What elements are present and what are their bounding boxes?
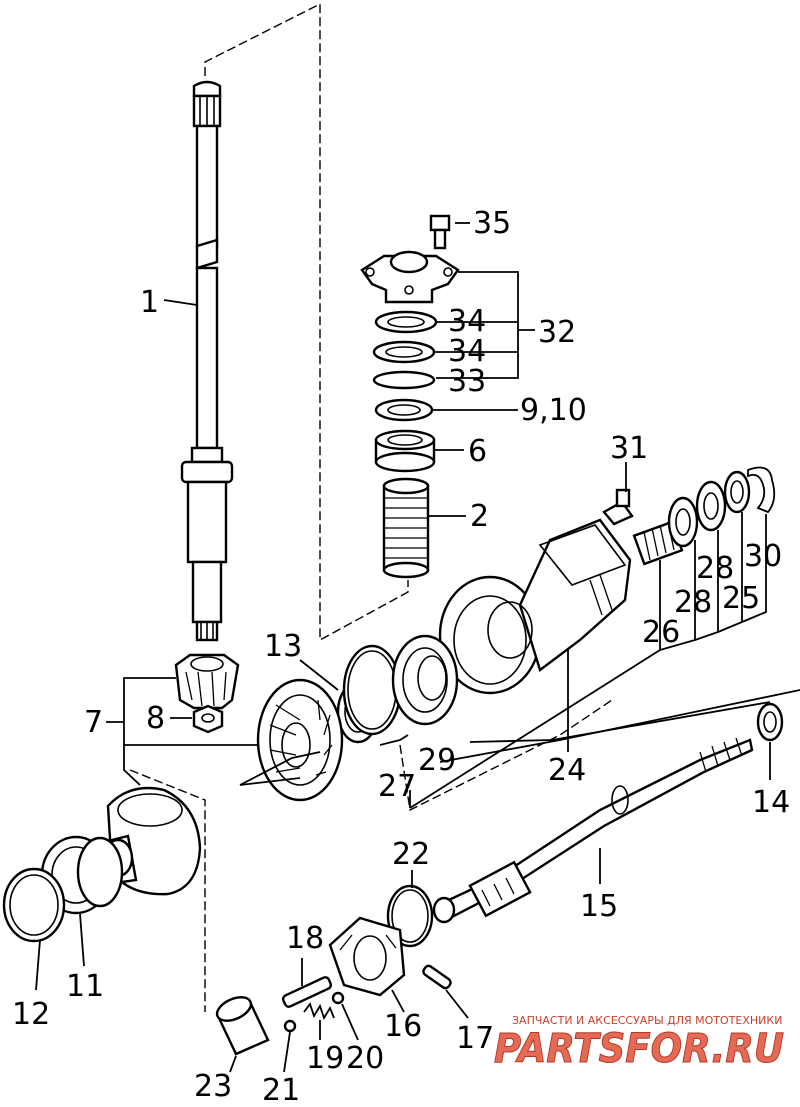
bearing-housing-32 [360, 250, 460, 304]
label-24: 24 [548, 753, 586, 788]
label-1: 1 [140, 285, 159, 320]
leader-16 [391, 989, 405, 1013]
drive-shaft [180, 80, 234, 642]
label-12: 12 [12, 997, 50, 1032]
label-28-lower: 28 [674, 585, 712, 620]
label-30: 30 [744, 539, 782, 574]
watermark-tagline: ЗАПЧАСТИ И АКСЕССУАРЫ ДЛЯ МОТОТЕХНИКИ [512, 1014, 782, 1027]
o-ring-33 [372, 370, 436, 390]
label-28-upper: 28 [696, 551, 734, 586]
label-20: 20 [346, 1041, 384, 1076]
bearing-27 [391, 634, 459, 726]
sleeve-2 [382, 477, 430, 579]
watermark-logo: ЗАПЧАСТИ И АКСЕССУАРЫ ДЛЯ МОТОТЕХНИКИ PA… [494, 1014, 785, 1073]
leader-7-mid [123, 722, 258, 746]
o-ring-29 [342, 644, 402, 736]
leader-14-b [439, 689, 800, 763]
leader-7-arrow-a [239, 751, 321, 786]
leader-7-bottom [123, 745, 141, 786]
bearing-34-lower [372, 340, 436, 364]
label-14: 14 [752, 785, 790, 820]
label-34-lower: 34 [448, 334, 486, 369]
label-19: 19 [306, 1041, 344, 1076]
label-23: 23 [194, 1069, 232, 1104]
label-34-upper: 34 [448, 304, 486, 339]
seal-28-inner [667, 496, 699, 548]
bolt-35 [429, 214, 451, 250]
ball-21 [283, 1019, 297, 1033]
bushing-23 [215, 996, 270, 1056]
forward-gear-7 [256, 678, 344, 802]
label-32: 32 [538, 315, 576, 350]
label-16: 16 [384, 1009, 422, 1044]
label-35: 35 [473, 206, 511, 241]
leader-11 [79, 913, 85, 967]
leader-7-top [123, 677, 176, 722]
pin-17 [422, 964, 452, 990]
propeller-shaft-15 [432, 737, 754, 924]
washer-25 [723, 470, 751, 514]
circlip-30 [747, 466, 776, 514]
leader-7-arrow-b [239, 777, 301, 786]
seal-28-outer [695, 480, 727, 532]
label-31: 31 [610, 431, 648, 466]
leader-1 [163, 299, 198, 306]
ball-20 [331, 991, 345, 1005]
nut-8 [192, 704, 224, 734]
label-26: 26 [642, 615, 680, 650]
leader-12 [35, 939, 41, 991]
washer-14 [756, 702, 784, 742]
leader-23 [229, 1055, 237, 1073]
watermark-brand: PARTSFOR.RU [494, 1026, 784, 1072]
clutch-dog-16 [328, 916, 406, 997]
label-17: 17 [456, 1021, 494, 1056]
bearing-34-upper [374, 310, 438, 334]
leader-13 [299, 659, 339, 691]
label-18: 18 [286, 921, 324, 956]
spring-19 [303, 1002, 335, 1021]
leader-30 [741, 514, 767, 623]
shim-9-10 [374, 398, 434, 422]
dashed-outline-driveshaft [204, 2, 409, 642]
leader-21 [283, 1031, 291, 1073]
bearing-6 [374, 429, 436, 473]
label-9-10: 9,10 [520, 393, 587, 428]
label-29: 29 [418, 743, 456, 778]
dashed-outline-lower [129, 769, 206, 1012]
leader-17 [445, 989, 469, 1019]
label-27: 27 [378, 769, 416, 804]
leader-20 [341, 1003, 359, 1041]
label-25: 25 [722, 581, 760, 616]
label-33: 33 [448, 364, 486, 399]
bearing-carrier-24 [438, 518, 632, 695]
leader-32-bracket [436, 271, 519, 379]
shim-12 [2, 867, 66, 943]
dashed-outline-case [399, 699, 613, 812]
leader-29 [379, 734, 409, 746]
leader-14-a [469, 701, 771, 743]
label-13: 13 [264, 629, 302, 664]
label-21: 21 [262, 1073, 300, 1107]
label-2: 2 [470, 499, 489, 534]
label-22: 22 [392, 837, 430, 872]
label-8: 8 [146, 701, 165, 736]
shift-plunger-18 [281, 976, 333, 1008]
label-11: 11 [66, 969, 104, 1004]
label-7: 7 [84, 705, 103, 740]
bolt-31 [602, 488, 634, 526]
pinion-gear-7 [174, 653, 240, 710]
label-6: 6 [468, 434, 487, 469]
label-15: 15 [580, 889, 618, 924]
